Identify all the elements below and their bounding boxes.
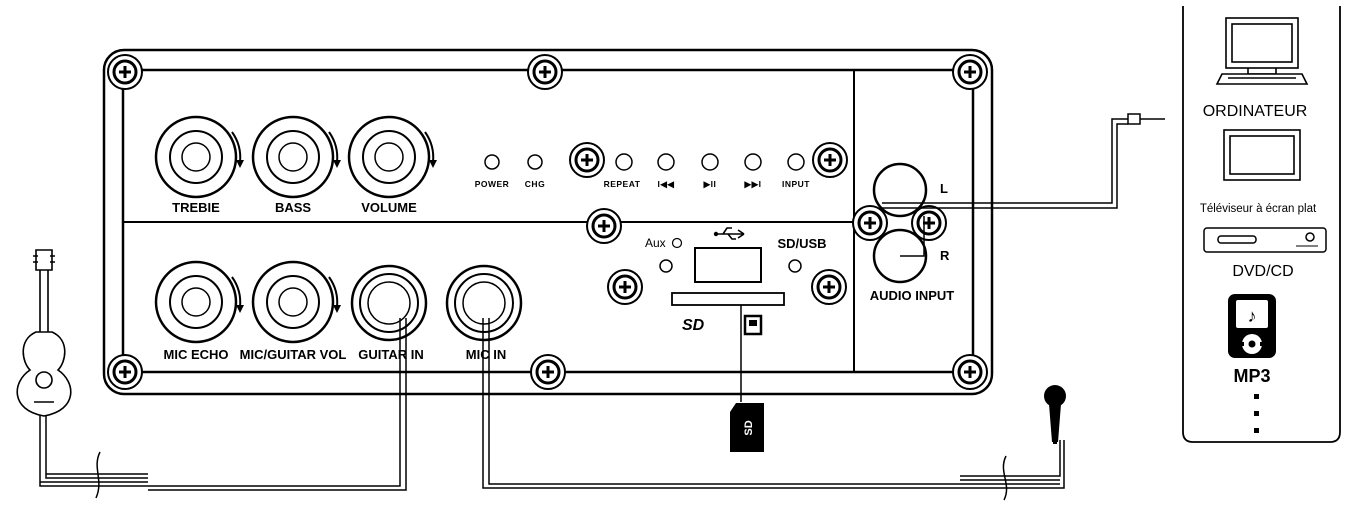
play-pause-label: ▶II <box>703 179 717 189</box>
volume-label: VOLUME <box>361 200 417 215</box>
computer-icon <box>1215 17 1309 85</box>
power-label: POWER <box>475 179 510 189</box>
bass-label: BASS <box>275 200 311 215</box>
previous-label: I◀◀ <box>658 179 676 189</box>
microphone-icon <box>1044 385 1066 444</box>
next-label: ▶▶I <box>744 179 762 189</box>
mic-in-label: MIC IN <box>466 347 506 362</box>
screw-icon <box>585 207 623 245</box>
dvd-label: DVD/CD <box>1232 263 1293 280</box>
mic-cable <box>482 318 1065 501</box>
screw-icon <box>106 53 144 91</box>
guitar-cable <box>39 318 407 499</box>
sd-usb-led <box>788 259 802 273</box>
guitar-in-label: GUITAR IN <box>358 347 423 362</box>
screw-icon <box>810 268 848 306</box>
aux-led <box>659 259 673 273</box>
input-label: INPUT <box>782 179 810 189</box>
tv-icon <box>1223 129 1301 181</box>
usb-icon <box>713 227 745 240</box>
mic-guitar-vol-label: MIC/GUITAR VOL <box>240 347 347 362</box>
sd-usb-label: SD/USB <box>777 236 826 251</box>
usb-port[interactable] <box>743 314 763 336</box>
mic-echo-knob[interactable] <box>154 260 244 344</box>
tv-label: Téléviseur à écran plat <box>1200 203 1317 215</box>
left-channel-label: L <box>940 181 948 196</box>
source-devices-panel <box>1182 6 1341 443</box>
right-channel-label: R <box>940 248 950 263</box>
svg-text:♪: ♪ <box>1248 306 1257 326</box>
screw-icon <box>529 353 567 391</box>
guitar-in-jack[interactable] <box>350 264 428 342</box>
treble-knob[interactable] <box>154 115 244 199</box>
sd-logo: SD <box>682 317 705 334</box>
screw-icon <box>811 141 849 179</box>
repeat-button[interactable] <box>615 153 633 171</box>
mp3-label: MP3 <box>1233 366 1270 386</box>
power-led <box>484 154 500 170</box>
mic-echo-label: MIC ECHO <box>164 347 229 362</box>
dvd-player-icon <box>1203 227 1327 253</box>
mic-guitar-vol-knob[interactable] <box>251 260 341 344</box>
input-button[interactable] <box>787 153 805 171</box>
next-button[interactable] <box>744 153 762 171</box>
bass-knob[interactable] <box>251 115 341 199</box>
screw-icon <box>606 268 644 306</box>
repeat-label: REPEAT <box>604 179 641 189</box>
play-pause-button[interactable] <box>701 153 719 171</box>
mic-in-jack[interactable] <box>445 264 523 342</box>
screw-icon <box>951 353 989 391</box>
chg-label: CHG <box>525 179 545 189</box>
guitar-icon <box>16 249 72 417</box>
audio-cable <box>882 113 1165 257</box>
chg-led <box>527 154 543 170</box>
sd-card-slot[interactable] <box>671 292 785 306</box>
screw-icon <box>106 353 144 391</box>
aux-icon <box>671 237 683 249</box>
svg-text:SD: SD <box>743 420 755 435</box>
mp3-player-icon: ♪ <box>1228 294 1276 358</box>
display-screen <box>694 247 762 283</box>
audio-input-label: AUDIO INPUT <box>870 288 955 303</box>
more-sources-dots <box>1254 394 1259 433</box>
previous-button[interactable] <box>657 153 675 171</box>
screw-icon <box>851 204 889 242</box>
sd-card-icon: SD <box>730 403 764 452</box>
screw-icon <box>526 53 564 91</box>
screw-icon <box>951 53 989 91</box>
screw-icon <box>568 141 606 179</box>
aux-label: Aux <box>645 236 666 250</box>
volume-knob[interactable] <box>347 115 437 199</box>
treble-label: TREBIE <box>172 200 220 215</box>
computer-label: ORDINATEUR <box>1203 103 1308 120</box>
